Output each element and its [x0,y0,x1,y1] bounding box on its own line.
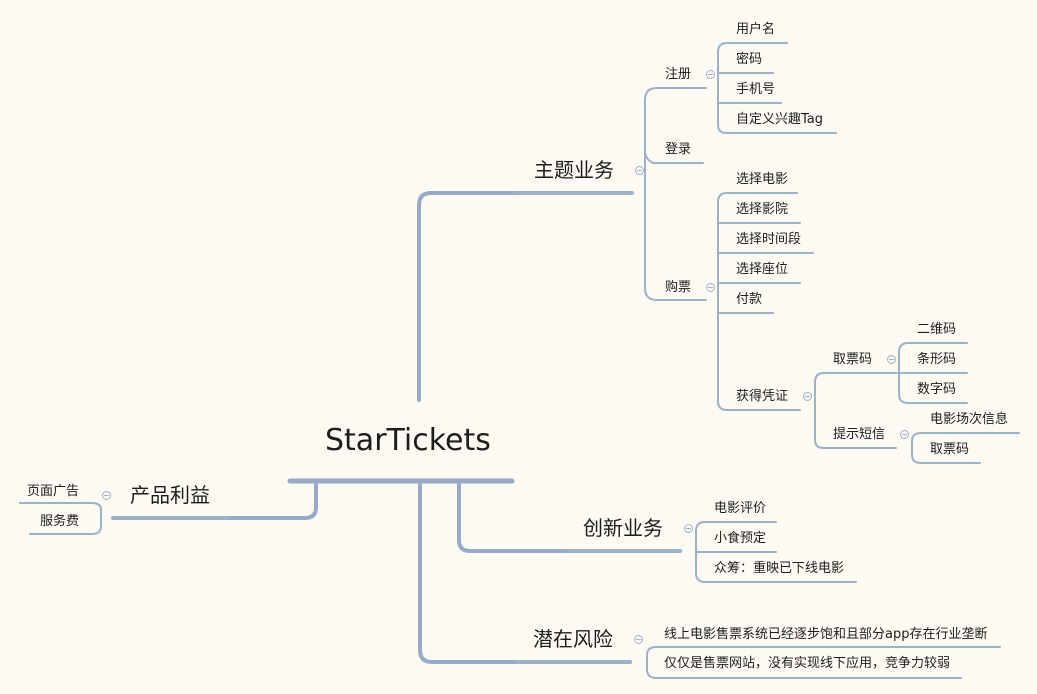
topic-main-business[interactable]: 主题业务 [534,158,614,182]
leaf-crowdfunding[interactable]: 众筹：重映已下线电影 [714,561,845,576]
branch-profit [113,481,318,520]
leaf-sms-pickup-code[interactable]: 取票码 [930,442,970,457]
connector-line [898,342,968,374]
connector-line [644,192,707,301]
connector-line [717,87,837,134]
topic-buy[interactable]: 购票 [665,280,692,295]
connector-line [644,87,707,194]
topic-pickup-code[interactable]: 取票码 [833,352,873,367]
topic-login[interactable]: 登录 [665,142,692,157]
leaf-risk-saturation[interactable]: 线上电影售票系统已经逐步饱和且部分app存在行业垄断 [664,627,988,642]
leaf-select-seat[interactable]: 选择座位 [736,262,789,277]
collapse-toggle-icon[interactable] [706,70,715,79]
topic-profit[interactable]: 产品利益 [130,483,210,507]
collapse-toggle-icon[interactable] [887,355,896,364]
leaf-phone[interactable]: 手机号 [736,82,776,97]
topic-risk[interactable]: 潜在风险 [533,627,613,651]
connector-line [646,646,1001,663]
connector-line [695,550,857,583]
collapse-toggle-icon[interactable] [706,283,715,292]
branch-risk [418,481,632,664]
connector-line [814,372,898,411]
leaf-pay[interactable]: 付款 [736,292,763,307]
leaf-select-cinema[interactable]: 选择影院 [736,202,789,217]
topic-innovation[interactable]: 创新业务 [583,516,663,540]
leaf-password[interactable]: 密码 [736,52,763,67]
leaf-service-fee[interactable]: 服务费 [40,514,80,529]
collapse-toggle-icon[interactable] [102,491,111,500]
collapse-toggle-icon[interactable] [635,166,644,175]
connector-line [695,521,777,552]
connector-line [29,517,102,535]
leaf-barcode[interactable]: 条形码 [917,352,957,367]
connector-line [911,447,981,464]
connector-line [19,502,102,519]
leaf-username[interactable]: 用户名 [736,22,776,37]
branch-innovation [457,481,682,553]
collapse-toggle-icon[interactable] [684,524,693,533]
connector-line [646,661,962,679]
collapse-toggle-icon[interactable] [803,392,812,401]
connector-line [814,409,897,449]
branch-main-business [417,191,632,402]
collapse-toggle-icon[interactable] [900,430,909,439]
collapse-toggle-icon[interactable] [634,635,643,644]
connector-line [898,372,968,404]
leaf-snack-order[interactable]: 小食预定 [714,531,767,546]
leaf-page-ads[interactable]: 页面广告 [27,484,80,499]
connector-line [717,42,788,89]
root-topic[interactable]: StarTickets [325,423,491,458]
leaf-movie-review[interactable]: 电影评价 [714,501,767,516]
leaf-select-time[interactable]: 选择时间段 [736,232,802,247]
leaf-risk-offline[interactable]: 仅仅是售票网站，没有实现线下应用，竞争力较弱 [664,656,951,671]
leaf-select-movie[interactable]: 选择电影 [736,172,789,187]
topic-get-voucher[interactable]: 获得凭证 [736,389,789,404]
topic-sms-reminder[interactable]: 提示短信 [833,427,886,442]
leaf-qr-code[interactable]: 二维码 [917,322,957,337]
leaf-screening-info[interactable]: 电影场次信息 [930,412,1009,427]
connector-line [717,192,798,301]
connector-line [644,150,704,194]
leaf-number-code[interactable]: 数字码 [917,382,957,397]
connector-line [717,299,801,411]
leaf-interest-tag[interactable]: 自定义兴趣Tag [736,112,824,127]
topic-register[interactable]: 注册 [665,67,692,82]
connector-line [911,432,1020,449]
